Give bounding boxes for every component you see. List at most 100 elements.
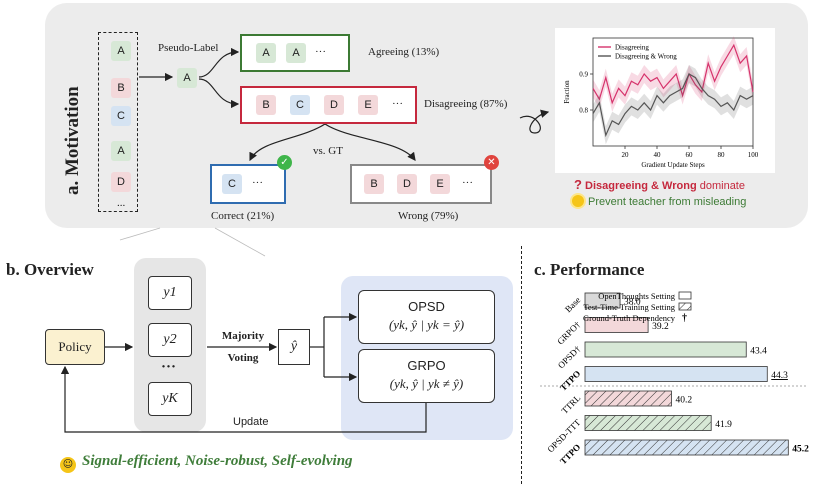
wrong-token: E xyxy=(430,174,450,194)
sample-token: B xyxy=(111,78,131,98)
legend-swatch-solid xyxy=(678,291,692,300)
legend-swatch-hatch-fill xyxy=(679,303,691,310)
y-tick-label: 0.9 xyxy=(579,71,588,79)
wrong-ellipsis: ··· xyxy=(462,177,473,189)
category-label: OPSD† xyxy=(556,343,583,370)
category-label: TTPO xyxy=(558,368,582,392)
bar-value-label: 44.3 xyxy=(771,371,788,381)
x-tick-label: 60 xyxy=(686,151,694,159)
bar-value-label: 38.0 xyxy=(624,298,641,308)
x-tick-label: 80 xyxy=(718,151,726,159)
section-divider xyxy=(521,246,522,484)
sample-token: A xyxy=(111,141,131,161)
bar-value-label: 40.2 xyxy=(675,396,692,406)
correct-token: C xyxy=(222,174,242,194)
cross-icon: ✕ xyxy=(484,155,499,170)
performance-title: c. Performance xyxy=(534,260,645,279)
category-label: TTRL xyxy=(559,393,582,416)
bar xyxy=(584,366,768,382)
yhat-box: ŷ xyxy=(278,329,310,365)
performance-bar-chart: 38.0Base39.2GRPO†43.4OPSD†44.3TTPO40.2TT… xyxy=(540,291,809,466)
x-tick-label: 20 xyxy=(622,151,630,159)
vs-gt-label: vs. GT xyxy=(313,145,343,157)
pseudo-label-token: A xyxy=(177,68,197,88)
majority-text: Majority xyxy=(221,330,265,342)
samples-column xyxy=(98,32,138,212)
series-line xyxy=(592,43,754,105)
grpo-box: GRPO (yk, ŷ | yk ≠ ŷ) xyxy=(358,349,495,403)
voting-text: Voting xyxy=(227,352,259,364)
sample-ellipsis: ... xyxy=(117,197,126,209)
samples-ellipsis: ··· xyxy=(161,359,177,375)
y-tick-label: 0.8 xyxy=(579,107,588,115)
legend-label: Disagreeing xyxy=(615,44,649,52)
agreeing-token: A xyxy=(256,43,276,63)
series-line xyxy=(592,73,754,138)
legend-label: Test-Time Training Setting xyxy=(583,302,675,312)
question-icon: ? xyxy=(574,177,582,192)
bar-value-label: 41.9 xyxy=(715,420,732,430)
series-band xyxy=(593,36,753,112)
note2-text: Prevent teacher from misleading xyxy=(588,196,747,208)
correct-label: Correct (21%) xyxy=(211,210,275,222)
bar-value-label: 43.4 xyxy=(750,347,767,357)
disagreeing-token: E xyxy=(358,95,378,115)
opsd-box: OPSD (yk, ŷ | yk = ŷ) xyxy=(358,290,495,344)
disagreeing-token: B xyxy=(256,95,276,115)
bar-value-label: 39.2 xyxy=(652,322,669,332)
wrong-token: D xyxy=(397,174,417,194)
smile-icon: ☺ xyxy=(60,457,76,473)
sample-token: D xyxy=(111,172,131,192)
bar-value-label: 45.2 xyxy=(792,445,809,455)
bar-hatch xyxy=(585,391,672,406)
sample-token: C xyxy=(111,106,131,126)
correct-ellipsis: ··· xyxy=(252,177,263,189)
note-disagreeing-wrong: ? Disagreeing & Wrong dominate xyxy=(574,177,745,192)
series-band xyxy=(593,65,753,145)
update-label: Update xyxy=(233,416,269,428)
dagger-icon: † xyxy=(682,313,687,324)
sample-token: A xyxy=(111,41,131,61)
agreeing-token: A xyxy=(286,43,306,63)
tagline-text: Signal-efficient, Noise-robust, Self-evo… xyxy=(82,453,353,469)
wrong-label: Wrong (79%) xyxy=(398,210,459,222)
legend-label: Ground-Truth Dependency xyxy=(583,313,676,323)
category-label: Base xyxy=(563,295,582,314)
agreeing-ellipsis: ··· xyxy=(315,46,326,58)
disagreeing-token: C xyxy=(290,95,310,115)
wrong-token: B xyxy=(364,174,384,194)
y-axis-label: Fraction xyxy=(563,80,571,104)
bar-hatch xyxy=(585,440,789,455)
bar xyxy=(584,317,649,333)
sample-y2: y2 xyxy=(148,323,192,357)
opsd-formula: (yk, ŷ | yk = ŷ) xyxy=(388,317,465,332)
agreeing-label: Agreeing (13%) xyxy=(368,46,440,58)
category-label: TTPO xyxy=(558,442,582,466)
policy-box: Policy xyxy=(45,329,105,365)
pseudo-label-text: Pseudo-Label xyxy=(158,42,219,54)
tagline: ☺ Signal-efficient, Noise-robust, Self-ev… xyxy=(60,452,353,473)
check-icon: ✓ xyxy=(277,155,292,170)
category-label: GRPO† xyxy=(555,319,583,347)
bar-hatch xyxy=(585,415,712,431)
grpo-label: GRPO xyxy=(407,358,446,373)
note1-rest: dominate xyxy=(696,180,745,192)
disagreeing-label: Disagreeing (87%) xyxy=(424,98,508,110)
disagreeing-ellipsis: ··· xyxy=(392,98,403,110)
legend-label: Disagreeing & Wrong xyxy=(615,53,677,61)
note-prevent-teacher: Prevent teacher from misleading xyxy=(572,195,746,208)
x-tick-label: 100 xyxy=(748,151,759,159)
sample-yK: yK xyxy=(148,382,192,416)
lightbulb-icon xyxy=(572,195,584,207)
disagreeing-token: D xyxy=(324,95,344,115)
opsd-label: OPSD xyxy=(408,299,445,314)
x-tick-label: 40 xyxy=(654,151,662,159)
overview-title: b. Overview xyxy=(6,260,94,279)
bar xyxy=(584,292,621,309)
x-axis-label: Gradient Update Steps xyxy=(641,161,705,169)
note1-red: Disagreeing & Wrong xyxy=(585,180,697,192)
sample-y1: y1 xyxy=(148,276,192,310)
